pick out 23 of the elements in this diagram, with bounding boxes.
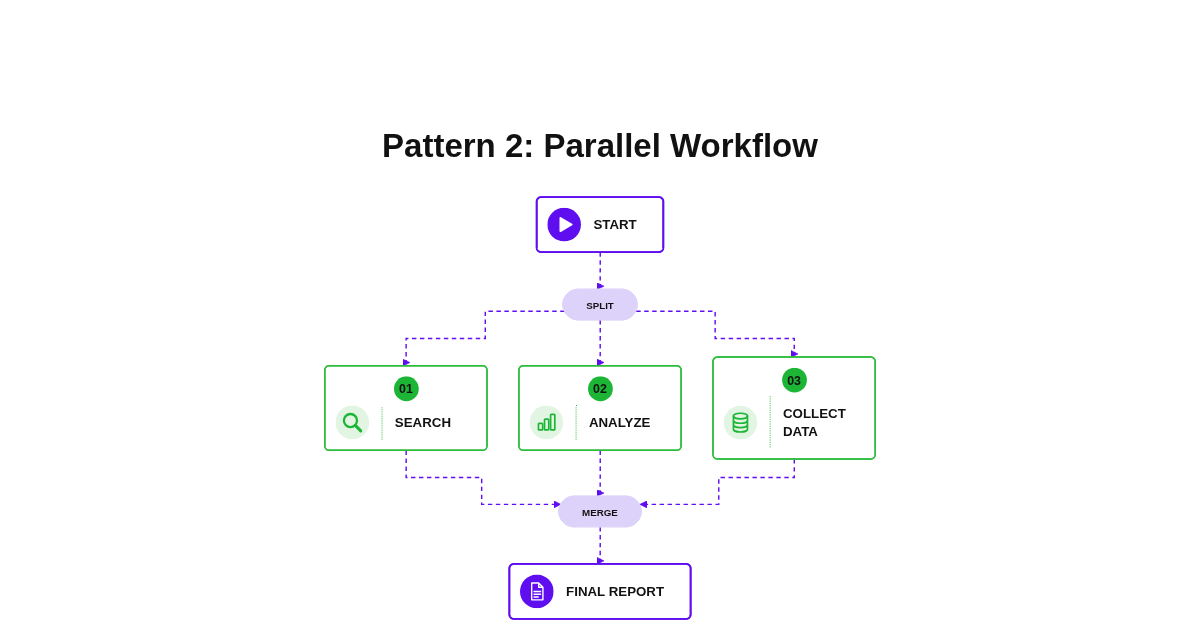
node-label: COLLECT DATA [769, 396, 865, 449]
title: Pattern 2: Parallel Workflow [382, 126, 818, 166]
arrow [596, 319, 605, 367]
step-card [712, 356, 876, 460]
arrow [639, 458, 796, 509]
terminal-box [508, 563, 692, 620]
arrow [635, 310, 799, 358]
arrow [596, 450, 605, 497]
node-label: SPLIT [585, 298, 615, 313]
terminal-box [535, 196, 665, 253]
arrow [405, 450, 562, 509]
node-label: START [593, 215, 638, 234]
arrow [596, 526, 605, 565]
step-card [518, 364, 682, 452]
arrow [402, 310, 566, 367]
junction-pill [558, 495, 642, 528]
node-label: FINAL REPORT [566, 582, 666, 601]
step-card [324, 364, 488, 452]
node-label: MERGE [581, 505, 619, 520]
arrow [596, 251, 605, 291]
node-label: ANALYZE [575, 404, 671, 440]
junction-pill [562, 288, 638, 321]
node-label: SEARCH [381, 404, 477, 440]
